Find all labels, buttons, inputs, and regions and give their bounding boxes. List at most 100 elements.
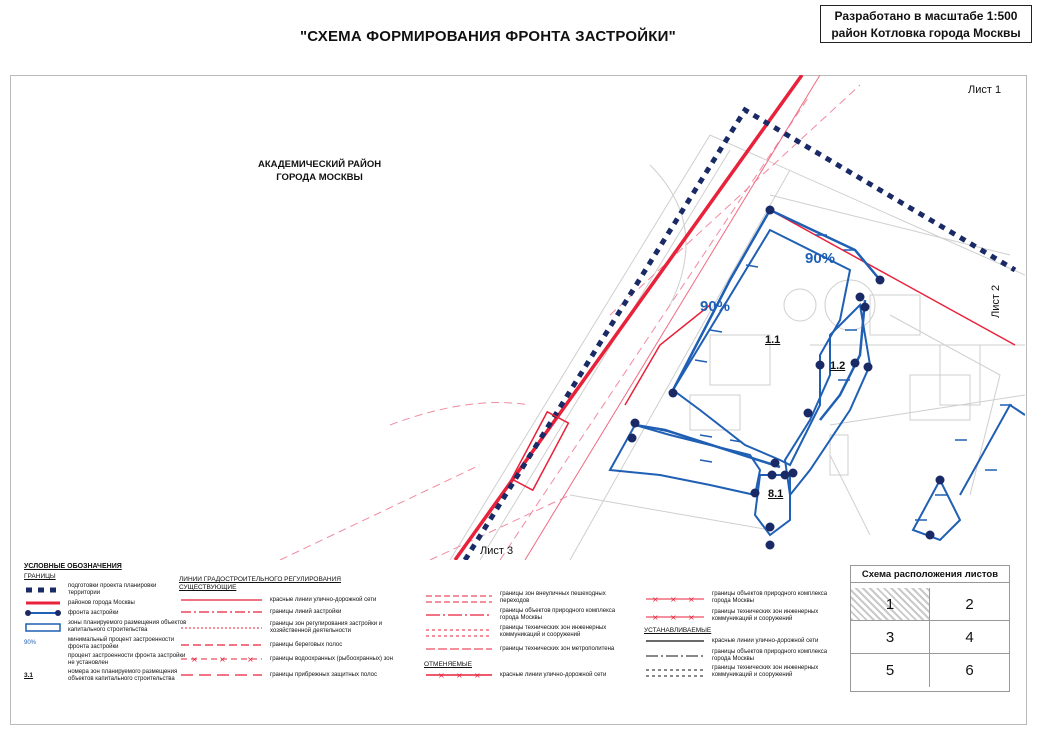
legend-symbol [179,671,264,679]
sheet-cell-1[interactable]: 1 [851,588,930,621]
legend-text: границы технических зон инженерных комму… [500,625,607,638]
legend-symbol [24,609,62,617]
sheet-link-3[interactable]: Лист 3 [480,545,514,557]
legend-text: границы технических зон метрополитена [500,645,615,652]
legend-item: границы береговых полос [179,641,420,649]
legend-item: границы зон регулирования застройки и хо… [179,621,420,635]
legend-text: фронта застройки [68,609,119,616]
page-title: "СХЕМА ФОРМИРОВАНИЯ ФРОНТА ЗАСТРОЙКИ" [300,28,676,45]
legend: УСЛОВНЫЕ ОБОЗНАЧЕНИЯ ГРАНИЦЫ подготовки … [24,563,844,723]
legend-symbol [24,599,62,607]
legend-text: минимальный процент застроенности фронта… [68,637,175,650]
legend-symbol: ××× [179,655,264,664]
district-name: АКАДЕМИЧЕСКИЙ РАЙОН ГОРОДА МОСКВЫ [258,158,381,184]
legend-item: 90% минимальный процент застроенности фр… [24,637,188,651]
front-points [627,205,945,550]
legend-symbol [179,596,264,604]
legend-symbol [179,624,264,632]
legend-text: границы технических зон инженерных комму… [712,665,819,678]
svg-text:×: × [670,613,677,622]
map-frame [10,75,1027,725]
sheet-cell-6[interactable]: 6 [965,662,974,679]
sheet-cell-4[interactable]: 4 [930,621,1009,654]
legend-text: красные линии улично-дорожной сети [500,671,607,678]
legend-symbol [24,623,62,632]
svg-text:×: × [688,613,695,622]
svg-text:×: × [191,655,198,663]
legend-symbol [424,594,494,603]
scale-line: Разработано в масштабе 1:500 [834,9,1018,23]
legend-item: красные линии улично-дорожной сети [644,637,832,645]
red-line [524,75,821,560]
legend-item: границы объектов природного комплекса го… [424,608,620,622]
zone-label-8-1: 8.1 [768,488,784,500]
sheet-label: Лист 1 [968,84,1002,96]
legend-symbol [644,668,706,677]
project-boundary-line [462,106,1017,560]
legend-text: границы технических зон инженерных комму… [712,609,819,622]
district-name-line1: АКАДЕМИЧЕСКИЙ РАЙОН [258,159,382,170]
district-name-line2: ГОРОДА МОСКВЫ [276,172,363,183]
legend-item: границы технических зон инженерных комму… [644,665,832,679]
sheet-link-2[interactable]: Лист 2 [990,284,1002,318]
legend-cancelled-heading: ОТМЕНЯЕМЫЕ [424,661,473,668]
svg-text:×: × [652,595,659,604]
legend-text: номера зон планируемого размещения объек… [68,669,178,682]
svg-text:×: × [456,671,463,679]
sheet-layout-title: Схема расположения листов [851,566,1009,583]
legend-boundaries-heading: ГРАНИЦЫ [24,573,56,580]
legend-text: зоны планируемого размещения объектов ка… [68,620,187,633]
legend-text: районов города Москвы [68,599,135,606]
legend-text: границы береговых полос [270,641,343,648]
legend-symbol [424,611,494,619]
legend-heading: УСЛОВНЫЕ ОБОЗНАЧЕНИЯ [24,563,122,570]
legend-item: ××× границы объектов природного комплекс… [644,591,832,605]
legend-text: красные линии улично-дорожной сети [270,596,377,603]
sheet-cell-5[interactable]: 5 [851,654,930,687]
svg-text:×: × [438,671,445,679]
map-canvas[interactable] [10,75,1025,560]
svg-text:×: × [688,595,695,604]
legend-symbol: ××× [644,594,706,604]
sheet-cell-2[interactable]: 2 [930,588,1009,621]
building-lines [624,209,1016,406]
legend-text: подготовки проекта планировки территории [68,583,157,596]
scale-info-box: Разработано в масштабе 1:500 район Котло… [820,5,1032,43]
legend-item: фронта застройки [24,609,188,617]
legend-text: красные линии улично-дорожной сети [712,637,819,644]
construction-front-lines [634,208,881,469]
legend-text: границы линий застройки [270,608,342,615]
percent-label-left: 90% [700,298,731,315]
svg-text:×: × [652,613,659,622]
legend-text: границы объектов природного комплекса го… [712,591,828,604]
legend-text: границы объектов природного комплекса го… [500,608,616,621]
svg-text:×: × [474,671,481,679]
legend-text: границы зон регулирования застройки и хо… [270,621,383,634]
zone-label-1-1: 1.1 [765,334,781,346]
district-line: район Котловка города Москвы [831,26,1021,40]
sheet-layout-scheme: Схема расположения листов 1 2 3 4 5 6 [850,565,1010,692]
legend-item: границы линий застройки [179,608,420,616]
legend-symbol [179,608,264,616]
legend-text: границы водоохранных (рыбоохранных) зон [270,655,393,662]
legend-item: границы прибрежных защитных полос [179,671,420,679]
legend-item: процент застроенности фронта застройки н… [24,653,188,667]
legend-item: ××× границы водоохранных (рыбоохранных) … [179,655,420,664]
technical-zone-lines [279,84,861,560]
red-rect-object [510,410,570,492]
legend-item: подготовки проекта планировки территории [24,583,188,597]
legend-text: границы зон внеуличных пешеходных перехо… [500,591,606,604]
sheet-cell-3[interactable]: 3 [851,621,930,654]
front-ticks [659,234,1012,521]
legend-symbol [424,645,494,653]
legend-item: районов города Москвы [24,599,188,607]
svg-text:×: × [247,655,254,663]
legend-item: границы технических зон инженерных комму… [424,625,620,639]
legend-item: границы технических зон метрополитена [424,645,620,653]
legend-symbol: × × × [424,671,494,680]
legend-symbol [179,641,264,649]
legend-establishing-heading: УСТАНАВЛИВАЕМЫЕ [644,627,712,634]
legend-item: красные линии улично-дорожной сети [179,596,420,604]
map-context [449,134,1025,560]
legend-text: границы объектов природного комплекса го… [712,649,828,662]
